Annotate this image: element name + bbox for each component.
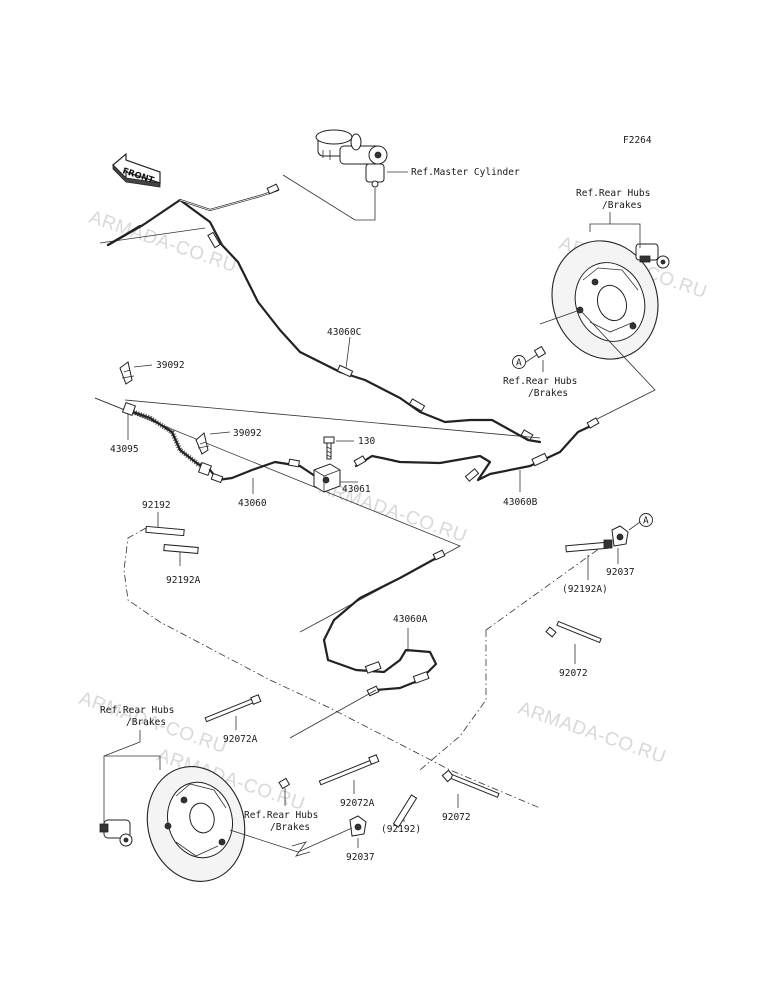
bolt-130 [323, 436, 335, 460]
tie-92072-right [545, 620, 602, 644]
figure-id: F2264 [623, 135, 652, 146]
rear-brake-upper [551, 240, 670, 360]
watermark: ARMADA-CO.RU [316, 477, 469, 547]
part-92192-paren: (92192) [381, 824, 421, 835]
part-92072-b: 92072 [442, 812, 471, 823]
part-43095: 43095 [110, 444, 139, 455]
ref-rear-hubs-lower-left: Ref.Rear Hubs /Brakes [100, 705, 180, 728]
callout-a-upper: A [512, 355, 526, 369]
brake-pipe-43060C [106, 183, 542, 444]
sleeve-92192-lower [392, 794, 418, 828]
part-92037-a: 92037 [606, 567, 635, 578]
ref-line: /Brakes [602, 200, 642, 211]
rear-brake-lower [99, 766, 246, 882]
joint-43061 [313, 463, 341, 493]
brake-pipe-43060B [353, 417, 600, 482]
part-43060B: 43060B [503, 497, 538, 508]
watermark: ARMADA-CO.RU [515, 698, 668, 768]
grommet-92037-lower [349, 815, 367, 837]
callout-a-label: A [643, 516, 649, 527]
tie-92072-lower [441, 769, 500, 798]
clip-39092-upper [119, 361, 135, 385]
part-92072-a: 92072 [559, 668, 588, 679]
front-arrow-icon: FRONT [112, 152, 161, 188]
ref-master-cylinder: Ref.Master Cylinder [411, 167, 520, 178]
ref-line: /Brakes [270, 822, 310, 833]
part-43060A: 43060A [393, 614, 428, 625]
part-92192A: 92192A [166, 575, 201, 586]
ref-rear-hubs-lower-mid: Ref.Rear Hubs /Brakes [244, 810, 324, 833]
part-92037-b: 92037 [346, 852, 375, 863]
ref-line: /Brakes [126, 717, 166, 728]
part-43060: 43060 [238, 498, 267, 509]
ref-line: Ref.Rear Hubs [100, 705, 174, 716]
part-39092-a: 39092 [156, 360, 185, 371]
tie-92072A-mid [318, 754, 380, 786]
fitting-lower-ref [278, 777, 291, 790]
cable-route-lower [123, 527, 541, 809]
part-43060C: 43060C [327, 327, 361, 338]
ref-rear-hubs-upper: Ref.Rear Hubs /Brakes [576, 188, 656, 211]
part-92072A-a: 92072A [223, 734, 258, 745]
part-130: 130 [358, 436, 375, 447]
part-92192A-paren: (92192A) [562, 584, 608, 595]
ref-line: Ref.Rear Hubs [244, 810, 318, 821]
sleeve-92192 [145, 525, 199, 555]
grommet-92037-right [611, 525, 629, 547]
ref-rear-hubs-mid: Ref.Rear Hubs /Brakes [503, 376, 583, 399]
part-43061: 43061 [342, 484, 371, 495]
brake-pipe-43060A [322, 549, 446, 697]
callout-a-lower: A [639, 513, 653, 527]
part-92192: 92192 [142, 500, 171, 511]
ref-line: Ref.Rear Hubs [503, 376, 577, 387]
clip-39092-lower [195, 432, 210, 455]
hose-43095 [121, 401, 213, 477]
ref-line: /Brakes [528, 388, 568, 399]
sleeve-92192A-right [565, 539, 613, 553]
tie-92072A-left [204, 694, 262, 723]
part-39092-b: 39092 [233, 428, 262, 439]
leader-43060C [345, 336, 351, 369]
master-cylinder [315, 129, 388, 188]
ref-line: Ref.Rear Hubs [576, 188, 650, 199]
callout-a-label: A [516, 358, 522, 369]
part-92072A-b: 92072A [340, 798, 375, 809]
brake-pipe-43060 [208, 458, 317, 484]
